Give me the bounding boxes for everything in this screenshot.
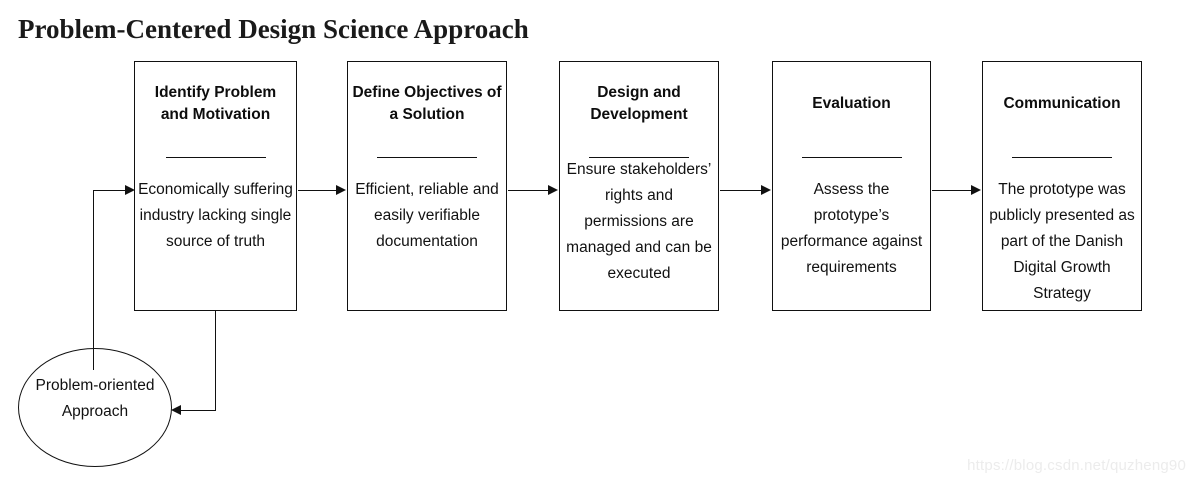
stage-box-evaluation[interactable]: Evaluation Assess the prototype’s perfor… [772,61,931,311]
stage-body: Assess the prototype’s performance again… [780,181,923,276]
arrowhead-stage2-stage3 [548,184,558,195]
stage-body: Efficient, reliable and easily verifiabl… [355,181,499,250]
arrowhead-stage1-stage2 [336,184,346,195]
stage-heading: Define Objectives of a Solution [352,84,502,123]
arrowhead-stage4-stage5 [971,184,981,195]
connector-loop-stage1-vertical [93,190,94,370]
stage-body: The prototype was publicly presented as … [989,181,1135,302]
stage-heading: Communication [1003,95,1121,112]
stage-heading: Identify Problem and Motivation [154,84,277,123]
stage-divider [1012,157,1112,158]
connector-stage1-loop-vertical [215,311,216,411]
loop-node-label: Problem-oriented Approach [35,377,155,420]
stage-heading: Design and Development [590,84,688,123]
stage-box-identify-problem[interactable]: Identify Problem and Motivation Economic… [134,61,297,311]
stage-divider [377,157,477,158]
arrowhead-stage1-in [125,184,135,195]
stage-heading: Evaluation [812,95,891,112]
connector-stage2-stage3 [508,190,549,191]
arrowhead-stage3-stage4 [761,184,771,195]
connector-stage4-stage5 [932,190,972,191]
loop-node-problem-oriented-approach[interactable]: Problem-oriented Approach [18,348,172,467]
page-title: Problem-Centered Design Science Approach [18,14,529,44]
connector-stage1-stage2 [298,190,337,191]
stage-body: Economically suffering industry lacking … [138,181,293,250]
connector-loop-stage1-horizontal [93,190,133,191]
arrowhead-loop-node-in [171,404,181,415]
stage-box-communication[interactable]: Communication The prototype was publicly… [982,61,1142,311]
stage-box-define-objectives[interactable]: Define Objectives of a Solution Efficien… [347,61,507,311]
stage-body: Ensure stakeholders’ rights and permissi… [566,161,712,282]
watermark-text: https://blog.csdn.net/quzheng90 [967,457,1186,474]
stage-box-design-development[interactable]: Design and Development Ensure stakeholde… [559,61,719,311]
stage-divider [801,157,902,158]
connector-stage3-stage4 [720,190,762,191]
connector-stage1-loop-horizontal [181,410,216,411]
stage-divider [165,157,266,158]
stage-divider [589,157,689,158]
